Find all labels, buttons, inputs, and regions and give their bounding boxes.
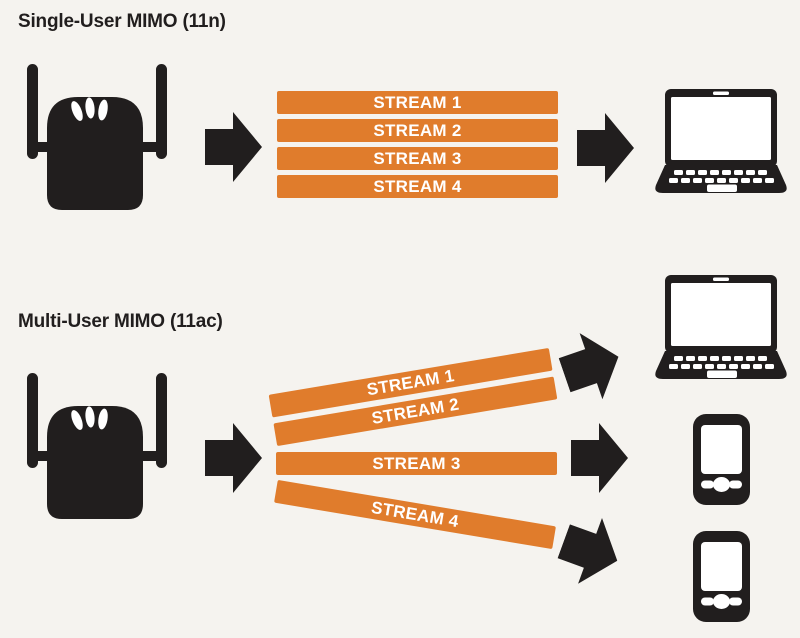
stream-group-up: STREAM 1 STREAM 2: [268, 347, 558, 447]
single-user-section-title: Single-User MIMO (11n): [18, 11, 226, 33]
stream-label: STREAM 3: [372, 454, 461, 473]
stream-bar-4: STREAM 4: [277, 175, 558, 198]
multi-user-section-title: Multi-User MIMO (11ac): [18, 311, 223, 333]
stream-bar-2: STREAM 2: [277, 119, 558, 142]
arrow-up-right-icon: [553, 324, 630, 409]
wireless-router-icon: [27, 64, 167, 210]
stream-bar-1: STREAM 1: [277, 91, 558, 114]
stream-label: STREAM 1: [365, 366, 456, 400]
stream-label: STREAM 2: [370, 394, 461, 428]
stream-label: STREAM 1: [373, 93, 462, 112]
stream-label: STREAM 2: [373, 121, 462, 140]
stream-label: STREAM 4: [369, 497, 461, 532]
stream-bar-3: STREAM 3: [277, 147, 558, 170]
stream-bar-4: STREAM 4: [274, 479, 556, 550]
arrow-right-icon: [577, 113, 634, 183]
smartphone-icon: [693, 531, 750, 622]
laptop-icon: [655, 89, 787, 199]
smartphone-icon: [693, 414, 750, 505]
section-title-text: Single-User MIMO (11n): [18, 11, 226, 32]
arrow-right-icon: [205, 423, 262, 493]
section-title-text: Multi-User MIMO (11ac): [18, 311, 223, 332]
arrow-down-right-icon: [552, 508, 630, 593]
laptop-icon: [655, 275, 787, 385]
stream-bar-3: STREAM 3: [276, 452, 557, 475]
wireless-router-icon: [27, 373, 167, 519]
arrow-right-icon: [205, 112, 262, 182]
arrow-right-icon: [571, 423, 628, 493]
stream-label: STREAM 4: [373, 177, 462, 196]
stream-label: STREAM 3: [373, 149, 462, 168]
